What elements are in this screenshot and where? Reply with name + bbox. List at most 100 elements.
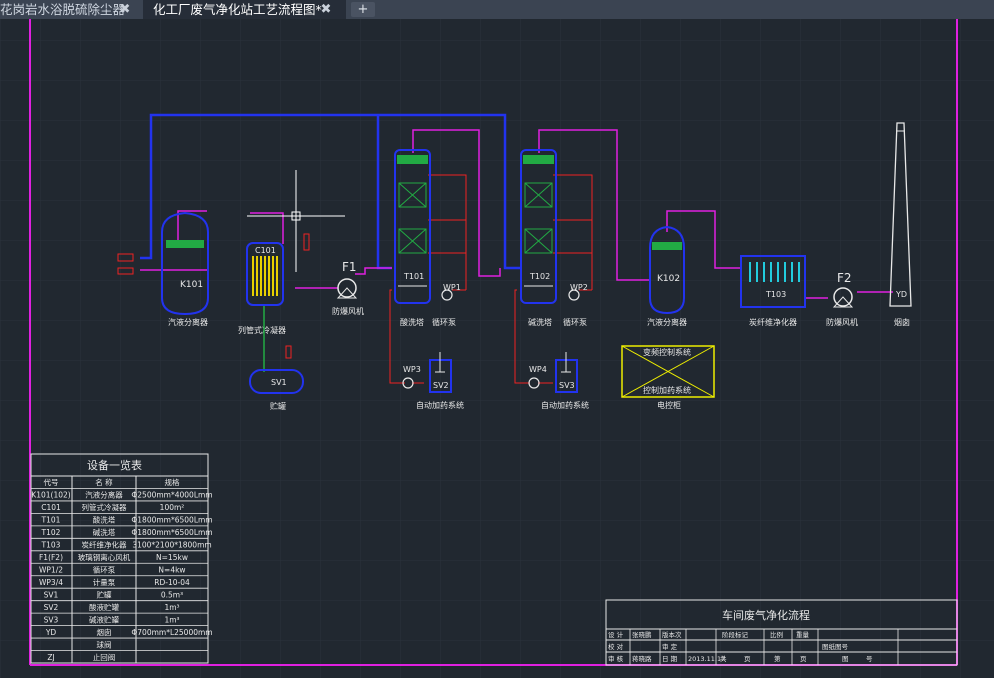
yd-name: 烟囱 (894, 317, 910, 327)
table-cell: WP3/4 (39, 578, 63, 587)
title-cell: 版本次 (662, 630, 682, 639)
k102-tag: K102 (657, 274, 680, 284)
f1-fan[interactable]: F1 防爆风机 (332, 260, 364, 316)
title-cell: 校 对 (608, 642, 624, 651)
table-title: 设备一览表 (87, 458, 142, 472)
dosing-system-1[interactable]: WP3 SV2 自动加药系统 (402, 352, 464, 410)
table-cell: 炭纤维净化器 (82, 540, 127, 550)
title-cell: 号 (866, 655, 873, 663)
title-cell: 重量 (796, 631, 810, 639)
control-line1: 变频控制系统 (643, 347, 691, 357)
title-cell: 比例 (770, 630, 783, 639)
wp1-pump[interactable]: WP1 循环泵 (432, 283, 461, 327)
table-cell: T103 (41, 541, 61, 550)
title-cell: 审 核 (608, 654, 624, 663)
t102-name: 碱洗塔 (528, 317, 552, 327)
table-cell: T101 (41, 516, 61, 525)
table-cell: T102 (41, 528, 61, 537)
dosing-system-2[interactable]: WP4 SV3 自动加药系统 (528, 352, 589, 410)
table-cell: 碱液贮罐 (89, 614, 119, 624)
wp2-name: 循环泵 (563, 317, 587, 327)
grid-background (0, 19, 994, 678)
f2-fan[interactable]: F2 防爆风机 (826, 271, 858, 327)
title-cell: 图纸图号 (822, 642, 849, 651)
close-icon[interactable]: ✖ (119, 2, 131, 17)
liquid-pipe-lines (389, 174, 593, 384)
f1-tag: F1 (342, 260, 357, 274)
sv2-tag: SV2 (433, 381, 449, 390)
title-cell: 图 (842, 655, 849, 663)
table-cell: 1m³ (164, 615, 179, 624)
tab-granite-scrubber[interactable]: 花岗岩水浴脱硫除尘器 ✖ (0, 0, 143, 19)
title-cell: 张晓鹏 (632, 630, 652, 639)
f2-name: 防爆风机 (826, 317, 858, 327)
yd-tag: YD (895, 290, 907, 299)
control-cabinet[interactable]: 变频控制系统 控制加药系统 电控柜 (621, 345, 715, 410)
table-cell: 酸洗塔 (93, 515, 116, 525)
table-cell: K101(102) (31, 491, 70, 500)
title-cell: 审 定 (662, 642, 678, 651)
auto-dosing-label-2: 自动加药系统 (541, 400, 589, 410)
table-cell: YD (45, 628, 57, 637)
table-cell: 止回阀 (93, 652, 116, 662)
table-cell: 1m³ (164, 603, 179, 612)
t101-acid-tower[interactable]: T101 酸洗塔 (394, 149, 431, 327)
sv1-name: 贮罐 (270, 401, 286, 411)
k102-separator[interactable]: K102 汽液分离器 (647, 225, 687, 327)
yd-chimney[interactable]: YD 烟囱 (889, 122, 912, 327)
t101-name: 酸洗塔 (400, 317, 424, 327)
table-cell: ZJ (47, 653, 54, 662)
table-cell: 球阀 (97, 639, 112, 649)
control-name: 电控柜 (657, 400, 681, 410)
tab-label: 花岗岩水浴脱硫除尘器 (0, 2, 126, 17)
control-line2: 控制加药系统 (643, 385, 691, 395)
k101-separator[interactable]: K101 汽液分离器 (161, 211, 209, 327)
table-cell: 酸液贮罐 (89, 602, 119, 612)
table-cell: 计量泵 (93, 577, 116, 587)
title-cell: 2013.11.17 (688, 655, 725, 663)
process-lines (140, 129, 893, 299)
table-cell: RD-10-04 (154, 578, 190, 587)
table-header-cell: 代号 (44, 477, 59, 487)
sv3-tag: SV3 (559, 381, 575, 390)
table-cell: Φ2500mm*4000Lmm (131, 491, 212, 500)
table-cell: 循环泵 (93, 565, 116, 575)
tab-label: 化工厂废气净化站工艺流程图* (153, 2, 322, 17)
wp3-tag: WP3 (403, 365, 421, 374)
table-cell: 碱洗塔 (93, 527, 116, 537)
drawing-title: 车间废气净化流程 (722, 608, 810, 622)
k102-name: 汽液分离器 (647, 317, 687, 327)
table-cell: 贮罐 (97, 589, 112, 599)
t102-tag: T102 (529, 272, 550, 281)
new-tab-button[interactable]: + (351, 2, 375, 17)
table-cell: SV1 (44, 590, 59, 599)
table-header-cell: 规格 (165, 477, 180, 487)
t102-alkali-tower[interactable]: T102 碱洗塔 (520, 149, 557, 327)
wp1-tag: WP1 (443, 283, 461, 292)
sv1-tank[interactable]: SV1 贮罐 (249, 369, 304, 411)
title-cell: 页 (744, 655, 751, 663)
title-cell: 蒋晓路 (632, 654, 652, 663)
table-cell: 汽液分离器 (85, 490, 123, 500)
t103-carbon-fiber-purifier[interactable]: T103 炭纤维净化器 (740, 255, 806, 327)
k101-name: 汽液分离器 (168, 317, 208, 327)
table-cell: Φ1800mm*6500Lmm (131, 516, 212, 525)
tab-process-flow[interactable]: 化工厂废气净化站工艺流程图* ✖ (143, 0, 346, 19)
c101-condenser[interactable]: C101 列管式冷凝器 (238, 242, 286, 335)
table-cell: C101 (41, 503, 61, 512)
close-icon[interactable]: ✖ (320, 2, 332, 17)
cad-drawing-canvas[interactable]: K101 汽液分离器 C101 列管式冷凝器 SV1 贮罐 F1 防爆风机 T1… (0, 19, 994, 678)
table-cell: F1(F2) (39, 553, 63, 562)
table-cell: SV2 (44, 603, 59, 612)
wp2-tag: WP2 (570, 283, 588, 292)
title-cell: 设 计 (608, 630, 624, 639)
table-cell: SV3 (44, 615, 59, 624)
f1-name: 防爆风机 (332, 306, 364, 316)
wp2-pump[interactable]: WP2 循环泵 (563, 283, 588, 327)
title-cell: 共 (720, 654, 727, 663)
table-cell: N=15kw (156, 553, 188, 562)
table-cell: 列管式冷凝器 (82, 502, 127, 512)
tab-bar: 花岗岩水浴脱硫除尘器 ✖ 化工厂废气净化站工艺流程图* ✖ + (0, 0, 994, 19)
t103-tag: T103 (765, 290, 786, 299)
